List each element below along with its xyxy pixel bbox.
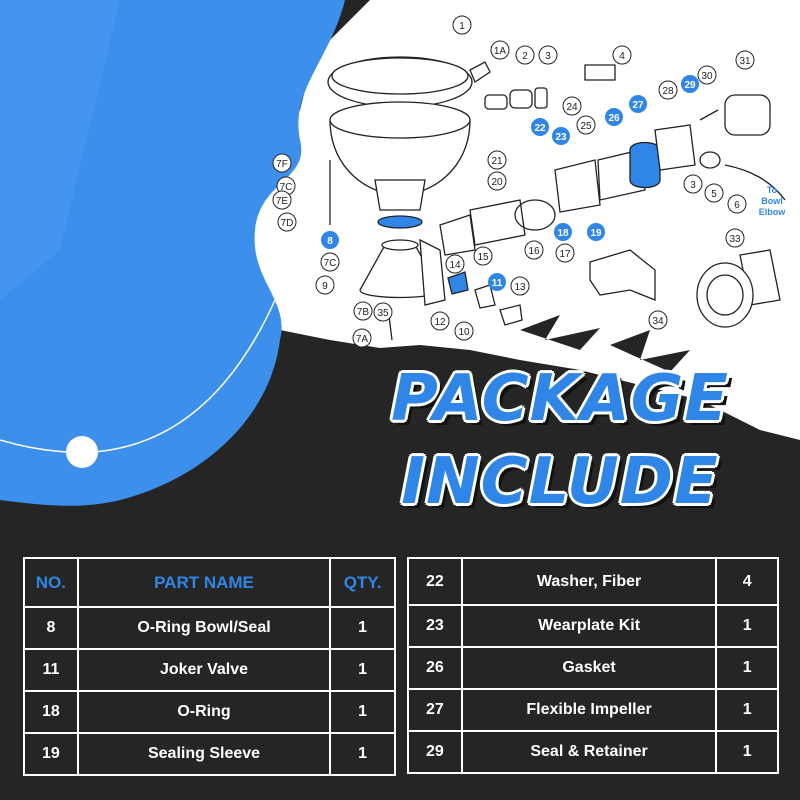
diagram-callouts-blue xyxy=(321,75,699,291)
svg-text:35: 35 xyxy=(377,308,389,319)
svg-text:17: 17 xyxy=(559,249,571,260)
svg-text:14: 14 xyxy=(449,260,461,271)
table-row: 18 O-Ring 1 xyxy=(23,690,396,734)
svg-text:13: 13 xyxy=(514,282,526,293)
row-part-name: O-Ring xyxy=(76,690,332,734)
row-qty: 4 xyxy=(715,557,779,606)
svg-text:5: 5 xyxy=(711,189,717,200)
svg-text:26: 26 xyxy=(608,113,620,124)
row-no: 26 xyxy=(407,646,463,690)
svg-text:7B: 7B xyxy=(357,307,370,318)
svg-text:6: 6 xyxy=(734,200,740,211)
table-row: 27 Flexible Impeller 1 xyxy=(407,688,779,732)
svg-text:1A: 1A xyxy=(494,46,507,57)
diagram-callouts xyxy=(272,15,755,348)
svg-text:23: 23 xyxy=(555,132,567,143)
row-qty: 1 xyxy=(329,606,396,650)
svg-text:7C: 7C xyxy=(280,182,293,193)
svg-text:3: 3 xyxy=(545,51,551,62)
row-qty: 1 xyxy=(329,732,396,776)
svg-text:29: 29 xyxy=(684,80,696,91)
svg-text:1: 1 xyxy=(459,21,465,32)
svg-text:12: 12 xyxy=(434,317,446,328)
headline-line-2: INCLUDE xyxy=(401,445,719,519)
svg-text:7E: 7E xyxy=(276,196,289,207)
svg-text:10: 10 xyxy=(458,327,470,338)
table-row: 19 Sealing Sleeve 1 xyxy=(23,732,396,776)
svg-text:4: 4 xyxy=(619,51,625,62)
svg-text:7D: 7D xyxy=(281,218,294,229)
row-no: 19 xyxy=(23,732,79,776)
row-no: 18 xyxy=(23,690,79,734)
row-qty: 1 xyxy=(715,730,779,774)
svg-text:33: 33 xyxy=(729,234,741,245)
row-part-name: Sealing Sleeve xyxy=(76,732,332,776)
svg-text:20: 20 xyxy=(491,177,503,188)
table-row: 8 O-Ring Bowl/Seal 1 xyxy=(23,606,396,650)
headline-line-1: PACKAGE xyxy=(391,362,729,436)
svg-text:9: 9 xyxy=(322,281,328,292)
row-qty: 1 xyxy=(715,688,779,732)
table-row: 26 Gasket 1 xyxy=(407,646,779,690)
parts-table-right: 22 Washer, Fiber 4 23 Wearplate Kit 1 26… xyxy=(407,557,779,774)
svg-text:18: 18 xyxy=(557,228,569,239)
svg-text:31: 31 xyxy=(739,56,751,67)
row-qty: 1 xyxy=(715,604,779,648)
row-no: 27 xyxy=(407,688,463,732)
svg-text:16: 16 xyxy=(528,246,540,257)
row-part-name: O-Ring Bowl/Seal xyxy=(76,606,332,650)
row-part-name: Joker Valve xyxy=(76,648,332,692)
svg-text:7A: 7A xyxy=(356,334,369,345)
row-part-name: Flexible Impeller xyxy=(460,688,718,732)
row-part-name: Seal & Retainer xyxy=(460,730,718,774)
row-no: 23 xyxy=(407,604,463,648)
header-no: NO. xyxy=(23,557,79,608)
row-no: 8 xyxy=(23,606,79,650)
svg-text:34: 34 xyxy=(652,316,664,327)
parts-table-left: NO. PART NAME QTY. 8 O-Ring Bowl/Seal 1 … xyxy=(23,557,396,776)
row-no: 29 xyxy=(407,730,463,774)
decor-dot xyxy=(66,436,98,468)
blue-panel-highlight xyxy=(0,0,120,300)
svg-text:24: 24 xyxy=(566,102,578,113)
svg-text:27: 27 xyxy=(632,100,644,111)
row-no: 11 xyxy=(23,648,79,692)
header-qty: QTY. xyxy=(329,557,396,608)
svg-text:30: 30 xyxy=(701,71,713,82)
table-row: 11 Joker Valve 1 xyxy=(23,648,396,692)
svg-text:28: 28 xyxy=(662,86,674,97)
svg-text:2: 2 xyxy=(522,51,528,62)
svg-text:7C: 7C xyxy=(324,258,337,269)
decor-line xyxy=(0,299,276,454)
row-part-name: Washer, Fiber xyxy=(460,557,718,606)
header-part-name: PART NAME xyxy=(76,557,332,608)
row-qty: 1 xyxy=(715,646,779,690)
table-row: 23 Wearplate Kit 1 xyxy=(407,604,779,648)
svg-text:15: 15 xyxy=(477,252,489,263)
svg-text:19: 19 xyxy=(590,228,602,239)
table-row: 22 Washer, Fiber 4 xyxy=(407,557,779,606)
diagram-callout-labels-blue: 22 23 26 27 29 18 19 11 8 xyxy=(327,80,696,289)
table-header-row: NO. PART NAME QTY. xyxy=(23,557,396,608)
svg-text:3: 3 xyxy=(690,180,696,191)
svg-text:7F: 7F xyxy=(276,159,288,170)
row-part-name: Wearplate Kit xyxy=(460,604,718,648)
svg-text:21: 21 xyxy=(491,156,503,167)
exploded-parts-diagram xyxy=(327,56,786,341)
row-qty: 1 xyxy=(329,690,396,734)
row-part-name: Gasket xyxy=(460,646,718,690)
row-no: 22 xyxy=(407,557,463,606)
svg-text:8: 8 xyxy=(327,236,333,247)
svg-text:11: 11 xyxy=(492,278,503,289)
svg-text:25: 25 xyxy=(580,121,592,132)
svg-text:22: 22 xyxy=(534,123,546,134)
row-qty: 1 xyxy=(329,648,396,692)
table-row: 29 Seal & Retainer 1 xyxy=(407,730,779,774)
